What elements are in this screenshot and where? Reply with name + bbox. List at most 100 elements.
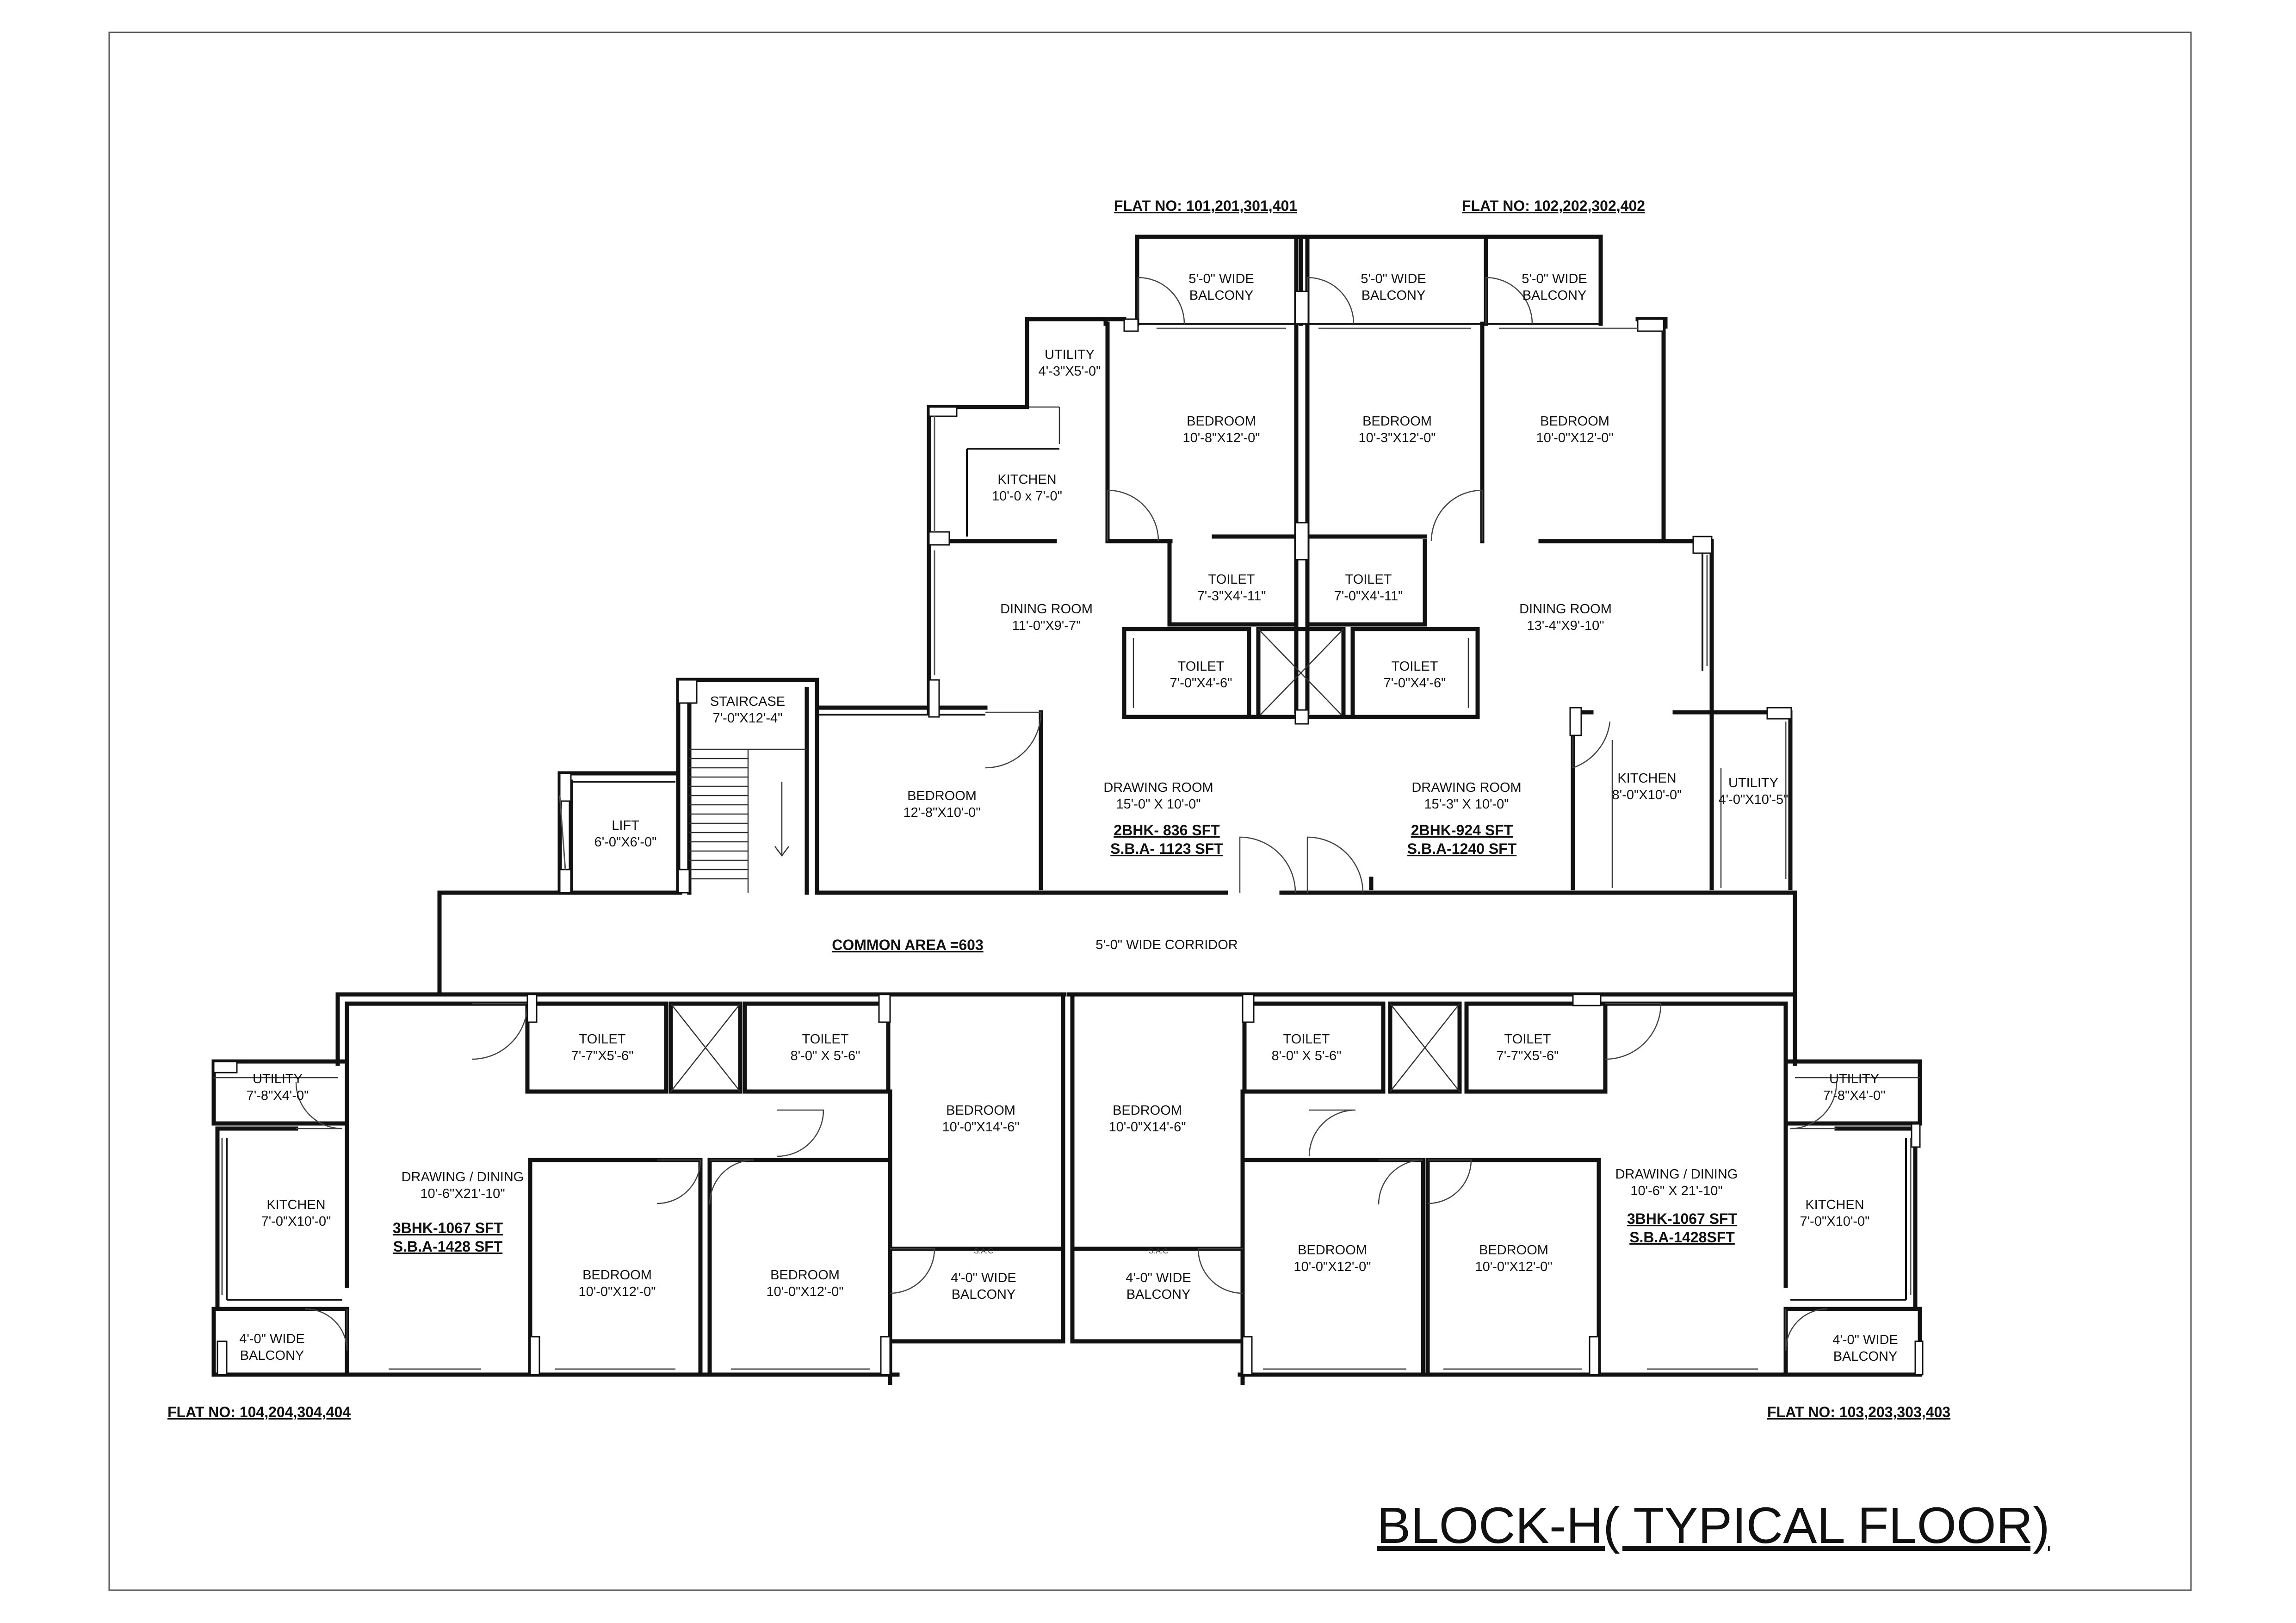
flat-no-top-left: FLAT NO: 101,201,301,401 xyxy=(1114,197,1297,214)
room-size: 15'-0" X 10'-0" xyxy=(1116,797,1201,812)
room-size: 7'-0"X4'-11" xyxy=(1334,589,1403,604)
room-size: 15'-3" X 10'-0" xyxy=(1424,797,1509,812)
room-label: TOILET xyxy=(802,1032,849,1047)
room-label: DINING ROOM xyxy=(1519,602,1612,617)
room-size: 8'-0" X 5'-6" xyxy=(1272,1049,1342,1063)
room-size: 10'-0"X12'-0" xyxy=(1475,1259,1552,1274)
room-size: 10'-0"X12'-0" xyxy=(578,1284,656,1299)
room-label: TOILET xyxy=(1208,572,1255,587)
area-bl-sba: S.B.A-1428 SFT xyxy=(393,1238,503,1255)
room-size: 10'-0"X12'-0" xyxy=(766,1284,843,1299)
room-label: KITCHEN xyxy=(1805,1197,1864,1212)
room-label: BEDROOM xyxy=(1113,1103,1182,1118)
room-size: 10'-0 x 7'-0" xyxy=(992,489,1062,504)
sac-label: S.A.C xyxy=(974,1247,993,1255)
flat-no-top-right: FLAT NO: 102,202,302,402 xyxy=(1462,197,1645,214)
room-label: 4'-0" WIDE xyxy=(1126,1271,1191,1285)
room-size: BALCONY xyxy=(1522,288,1587,303)
room-label: TOILET xyxy=(1283,1032,1330,1047)
room-size: 7'-0"X4'-6" xyxy=(1170,676,1232,691)
room-size: 10'-6" X 21'-10" xyxy=(1630,1184,1722,1198)
room-label: KITCHEN xyxy=(997,472,1056,487)
room-size: 10'-0"X14'-6" xyxy=(1108,1120,1186,1135)
sac-label: S.A.C xyxy=(1149,1247,1168,1255)
room-label: KITCHEN xyxy=(266,1197,325,1212)
room-size: BALCONY xyxy=(1833,1349,1898,1364)
flat-numbers: FLAT NO: 101,201,301,401 FLAT NO: 102,20… xyxy=(167,197,1950,1420)
room-size: 7'-0"X10'-0" xyxy=(1800,1214,1870,1229)
room-label: LIFT xyxy=(612,818,639,833)
room-size: 7'-7"X5'-6" xyxy=(1497,1049,1559,1063)
common-area-label: COMMON AREA =603 xyxy=(832,937,983,953)
room-label: DRAWING / DINING xyxy=(402,1170,524,1185)
room-size: BALCONY xyxy=(240,1348,304,1363)
room-size: 10'-8"X12'-0" xyxy=(1182,431,1260,445)
area-tl-sba: S.B.A- 1123 SFT xyxy=(1110,840,1223,857)
room-size: 10'-0"X14'-6" xyxy=(942,1120,1019,1135)
room-label: 4'-0" WIDE xyxy=(1832,1333,1898,1347)
room-size: BALCONY xyxy=(1126,1287,1191,1302)
room-label: 4'-0" WIDE xyxy=(951,1271,1016,1285)
room-label: UTILITY xyxy=(1045,347,1095,362)
room-label: 4'-0" WIDE xyxy=(239,1332,305,1346)
room-label: TOILET xyxy=(579,1032,626,1047)
room-size: 7'-0"X12'-4" xyxy=(713,711,783,726)
flat-no-bottom-left: FLAT NO: 104,204,304,404 xyxy=(167,1404,351,1420)
room-size: 7'-0"X10'-0" xyxy=(261,1214,331,1229)
room-size: BALCONY xyxy=(952,1287,1016,1302)
room-size: 7'-8"X4'-0" xyxy=(1823,1088,1886,1103)
room-size: 6'-0"X6'-0" xyxy=(594,835,657,850)
room-size: 13'-4"X9'-10" xyxy=(1527,618,1604,633)
corridor-label: 5'-0" WIDE CORRIDOR xyxy=(1095,938,1238,952)
room-size: 7'-0"X4'-6" xyxy=(1384,676,1446,691)
area-tr-sba: S.B.A-1240 SFT xyxy=(1407,840,1517,857)
room-label: TOILET xyxy=(1345,572,1392,587)
room-size: 4'-0"X10'-5" xyxy=(1719,792,1789,807)
room-size: 7'-3"X4'-11" xyxy=(1197,589,1266,604)
room-size: 7'-8"X4'-0" xyxy=(247,1088,309,1103)
area-bl-bhk: 3BHK-1067 SFT xyxy=(393,1220,503,1236)
area-br-bhk: 3BHK-1067 SFT xyxy=(1627,1210,1738,1227)
room-label: BEDROOM xyxy=(1362,414,1432,429)
room-size: 12'-8"X10'-0" xyxy=(903,805,980,820)
room-label: TOILET xyxy=(1392,659,1438,674)
room-label: DRAWING / DINING xyxy=(1615,1167,1738,1182)
room-label: BEDROOM xyxy=(582,1268,652,1283)
room-label: BEDROOM xyxy=(946,1103,1015,1118)
room-label: UTILITY xyxy=(1728,776,1778,790)
room-size: 8'-0" X 5'-6" xyxy=(791,1049,860,1063)
room-size: 10'-3"X12'-0" xyxy=(1358,431,1436,445)
sheet-border xyxy=(108,31,2192,1591)
room-size: 10'-6"X21'-10" xyxy=(420,1186,505,1201)
room-label: DRAWING ROOM xyxy=(1103,780,1213,795)
room-label: BEDROOM xyxy=(1298,1243,1367,1258)
room-label: 5'-0" WIDE xyxy=(1188,272,1254,286)
room-label: DINING ROOM xyxy=(1000,602,1093,617)
room-labels: 5'-0" WIDE BALCONY 5'-0" WIDE BALCONY 5'… xyxy=(239,272,1898,1364)
flat-no-bottom-right: FLAT NO: 103,203,303,403 xyxy=(1767,1404,1950,1420)
room-size: 4'-3"X5'-0" xyxy=(1039,364,1101,379)
structural-columns xyxy=(213,290,1924,1376)
room-label: 5'-0" WIDE xyxy=(1522,272,1587,286)
room-label: 5'-0" WIDE xyxy=(1361,272,1426,286)
room-size: 10'-0"X12'-0" xyxy=(1293,1259,1371,1274)
room-size: 8'-0"X10'-0" xyxy=(1612,788,1682,802)
area-tr-bhk: 2BHK-924 SFT xyxy=(1411,822,1513,839)
room-label: BEDROOM xyxy=(1540,414,1609,429)
room-label: BEDROOM xyxy=(770,1268,840,1283)
room-label: BEDROOM xyxy=(907,789,977,803)
room-size: BALCONY xyxy=(1189,288,1254,303)
room-label: UTILITY xyxy=(253,1072,303,1086)
room-size: 7'-7"X5'-6" xyxy=(571,1049,634,1063)
room-label: TOILET xyxy=(1178,659,1225,674)
room-label: TOILET xyxy=(1504,1032,1551,1047)
area-br-sba: S.B.A-1428SFT xyxy=(1629,1229,1735,1246)
stair-treads xyxy=(689,748,807,893)
drawing-title: BLOCK-H( TYPICAL FLOOR) xyxy=(1377,1497,2050,1554)
room-label: BEDROOM xyxy=(1479,1243,1548,1258)
room-size: 10'-0"X12'-0" xyxy=(1536,431,1613,445)
room-label: STAIRCASE xyxy=(710,694,785,709)
door-swings xyxy=(295,277,1838,1351)
room-label: DRAWING ROOM xyxy=(1411,780,1521,795)
